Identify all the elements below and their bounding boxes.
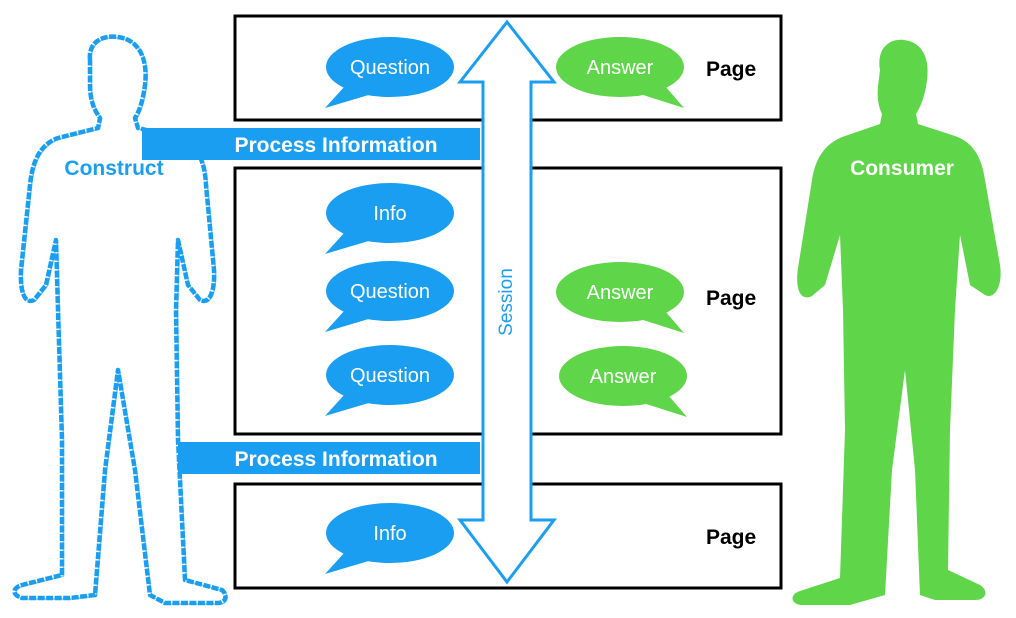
page-label-3: Page [706, 526, 756, 549]
bubble-label-question-3: Question [350, 365, 430, 387]
process-band-1 [142, 128, 480, 160]
construct-label: Construct [64, 157, 163, 180]
bubble-info-2 [325, 503, 454, 574]
bubble-answer-3 [559, 346, 687, 417]
process-band-label-1: Process Information [234, 134, 437, 157]
session-label: Session [496, 268, 517, 336]
bubble-answer-2 [556, 262, 684, 333]
bubble-label-question-1: Question [350, 57, 430, 79]
process-band-label-2: Process Information [234, 448, 437, 471]
consumer-person-icon [792, 39, 1001, 605]
bubble-label-info-1: Info [373, 203, 406, 225]
page-label-2: Page [706, 287, 756, 310]
bubble-question-2 [325, 261, 454, 332]
bubble-label-question-2: Question [350, 281, 430, 303]
session-arrow [456, 19, 558, 585]
bubble-answer-1 [556, 37, 684, 108]
bubble-question-3 [325, 345, 454, 416]
page-label-1: Page [706, 58, 756, 81]
bubble-label-answer-1: Answer [587, 57, 654, 79]
bubble-label-answer-3: Answer [590, 366, 657, 388]
bubble-info-1 [325, 183, 454, 254]
bubble-label-info-2: Info [373, 523, 406, 545]
bubble-question-1 [325, 37, 454, 108]
process-band-2 [178, 442, 480, 474]
construct-person-icon [12, 34, 228, 606]
bubble-label-answer-2: Answer [587, 282, 654, 304]
consumer-label: Consumer [850, 157, 954, 180]
